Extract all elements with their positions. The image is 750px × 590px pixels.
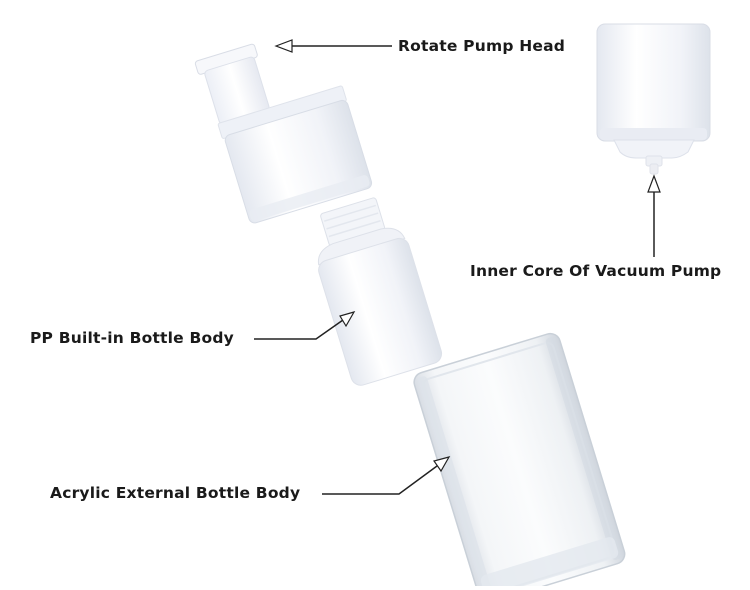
leader-pp-bottle: [254, 311, 356, 340]
label-acrylic-bottle: Acrylic External Bottle Body: [50, 484, 301, 502]
label-rotate-pump-head: Rotate Pump Head: [398, 37, 566, 55]
leader-acrylic-bottle: [322, 456, 451, 495]
inner-core-vacuum-pump: [596, 23, 711, 175]
acrylic-external-bottle: [413, 332, 626, 590]
pp-built-in-bottle: [317, 197, 443, 386]
rotate-pump-head: [194, 43, 373, 224]
leader-inner-core: [647, 174, 661, 257]
label-inner-core: Inner Core Of Vacuum Pump: [470, 262, 722, 280]
leader-rotate-pump-head: [274, 39, 392, 53]
label-pp-bottle: PP Built-in Bottle Body: [30, 329, 234, 347]
